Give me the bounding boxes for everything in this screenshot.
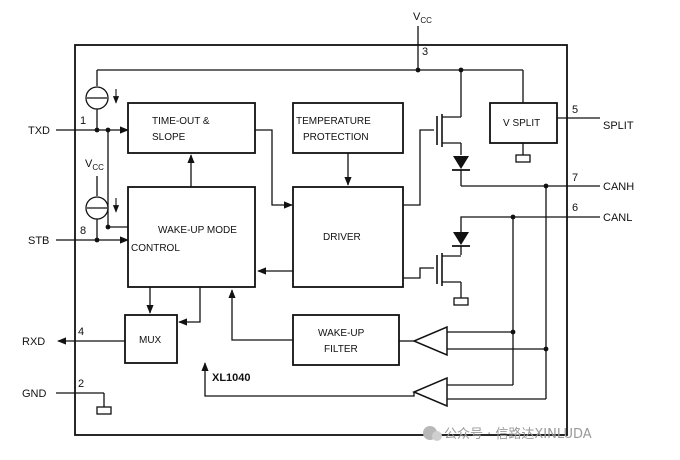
rxd-label: RXD (22, 336, 45, 348)
temperature-protection-block (292, 102, 404, 154)
vsplit-label: V SPLIT (503, 118, 540, 129)
wakeup-comparator (412, 325, 448, 357)
gnd-number: 2 (78, 378, 84, 390)
stb-number: 8 (80, 225, 86, 237)
txd-number: 1 (80, 115, 86, 127)
vcc-left-label: VCC (85, 158, 104, 172)
vcc-top-label: VCC (413, 11, 432, 25)
timeout-slope-block (127, 102, 256, 154)
nmos-ground-symbol (453, 297, 469, 306)
pin3-number: 3 (422, 46, 428, 58)
stb-label: STB (28, 235, 49, 247)
wakeup-mode-label-line2: CONTROL (131, 243, 180, 254)
timeout-label-line2: SLOPE (152, 132, 186, 143)
canh-number: 7 (572, 172, 578, 184)
wakeup-filter-label-line1: WAKE-UP (318, 328, 365, 339)
rx-comparator (412, 376, 448, 408)
vsplit-ground-symbol (515, 154, 531, 163)
canh-label: CANH (603, 181, 634, 193)
chip-name: XL1040 (212, 372, 251, 384)
timeout-label-line1: TIME-OUT & (152, 116, 210, 127)
rxd-number: 4 (78, 326, 84, 338)
canl-diode (453, 232, 469, 245)
canl-number: 6 (572, 202, 578, 214)
split-label: SPLIT (603, 120, 634, 132)
gnd-symbol (96, 406, 112, 415)
mux-label: MUX (139, 335, 162, 346)
watermark-text: 公众号 · 信路达XINLUDA (444, 426, 592, 442)
wakeup-filter-label-line2: FILTER (324, 344, 358, 355)
driver-block (292, 186, 404, 288)
temp-label-line2: PROTECTION (303, 132, 369, 143)
canl-label: CANL (603, 212, 632, 224)
wakeup-filter-block (292, 314, 400, 366)
wakeup-mode-label-line1: WAKE-UP MODE (158, 225, 237, 236)
canh-diode (453, 156, 469, 169)
temp-label-line1: TEMPERATURE (296, 116, 371, 127)
driver-label: DRIVER (323, 232, 361, 243)
gnd-label: GND (22, 388, 47, 400)
split-number: 5 (572, 104, 578, 116)
txd-label: TXD (28, 125, 50, 137)
mux-block (124, 314, 178, 364)
wakeup-mode-control-block (127, 186, 256, 288)
